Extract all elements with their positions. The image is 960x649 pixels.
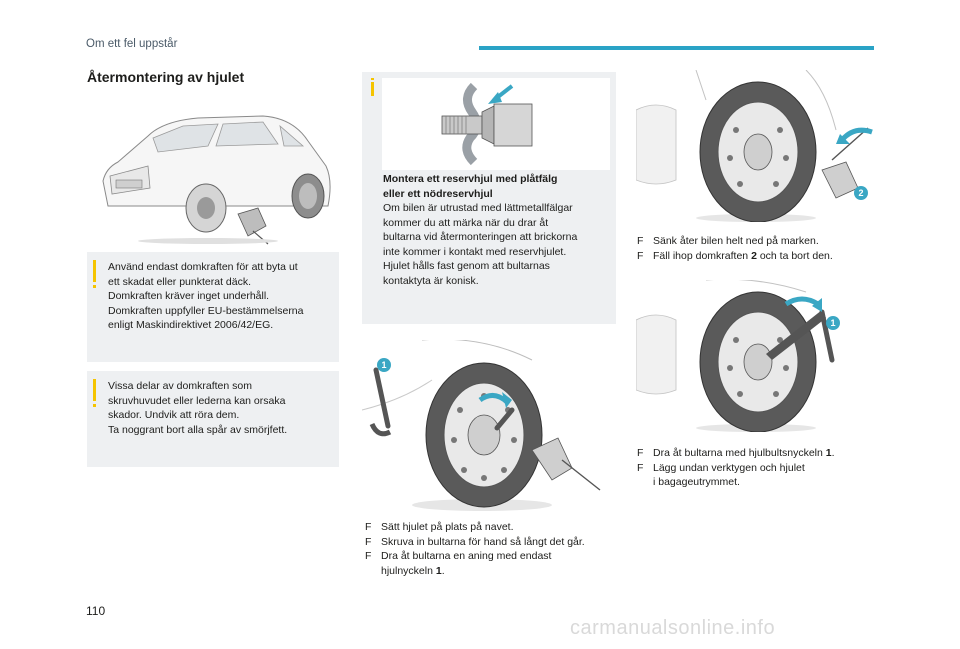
note-box-jack-warning: Vissa delar av domkraften som skruvhuvud… xyxy=(87,371,339,467)
info-box-spare-wheel: Montera ett reservhjul med plåtfälg elle… xyxy=(362,72,616,324)
running-header: Om ett fel uppstår xyxy=(86,38,178,50)
bullet-glyph: F xyxy=(637,235,644,247)
note2-line-4: Ta noggrant bort alla spår av smörjfett. xyxy=(108,423,288,436)
wheel-mounting-illustration xyxy=(362,340,601,511)
note-box-jack-use: Använd endast domkraften för att byta ut… xyxy=(87,252,339,362)
watermark: carmanualsonline.info xyxy=(570,617,776,639)
bullet-glyph: F xyxy=(637,447,644,459)
info-body-3: bultarna vid återmonteringen att brickor… xyxy=(383,231,578,243)
note-marker xyxy=(93,260,96,282)
note2-line-1: Vissa delar av domkraften som xyxy=(108,380,252,392)
note1-line-5: enligt Maskindirektivet 2006/42/EG. xyxy=(108,319,274,331)
note-marker xyxy=(93,404,96,407)
info-heading-1: Montera ett reservhjul med plåtfälg xyxy=(383,173,558,185)
bullet-glyph: F xyxy=(365,535,372,548)
info-body-6: kontaktyta är konisk. xyxy=(383,274,479,287)
callout-1-middle: 1 xyxy=(377,358,391,372)
info-body-5: Hjulet hålls fast genom att bultarnas xyxy=(383,260,550,272)
note2-line-3: skador. Undvik att röra dem. xyxy=(108,409,240,421)
bullet-glyph: F xyxy=(365,521,372,533)
tighten-bolts-illustration xyxy=(636,280,835,432)
note1-line-2: ett skadat eller punkterat däck. xyxy=(108,275,251,288)
info-marker xyxy=(371,78,374,80)
info-marker xyxy=(371,82,374,96)
note1-line-4: Domkraften uppfyller EU-bestämmelserna xyxy=(108,304,304,317)
info-heading-2: eller ett nödreservhjul xyxy=(383,187,493,200)
note-marker xyxy=(93,379,96,401)
note1-line-1: Använd endast domkraften för att byta ut xyxy=(108,261,298,273)
callout-2-right: 2 xyxy=(854,186,868,200)
callout-1-right: 1 xyxy=(826,316,840,330)
section-title: Återmontering av hjulet xyxy=(87,69,245,85)
note2-line-2: skruvhuvudet eller lederna kan orsaka xyxy=(108,394,286,407)
wheel-bolt-illustration xyxy=(382,78,610,170)
bullet-glyph: F xyxy=(637,461,644,474)
lower-car-illustration xyxy=(636,70,873,222)
header-accent-bar xyxy=(479,46,874,50)
car-on-jack-illustration xyxy=(102,115,331,245)
bullet-glyph: F xyxy=(637,249,644,262)
note1-line-3: Domkraften kräver inget underhåll. xyxy=(108,290,270,302)
page-number: 110 xyxy=(86,604,106,618)
info-body-1: Om bilen är utrustad med lättmetallfälga… xyxy=(383,202,573,214)
note-marker xyxy=(93,285,96,288)
info-body-4: inte kommer i kontakt med reservhjulet. xyxy=(383,245,567,258)
info-body-2: kommer du att märka när du drar åt xyxy=(383,216,549,229)
bullet-glyph: F xyxy=(365,550,372,562)
